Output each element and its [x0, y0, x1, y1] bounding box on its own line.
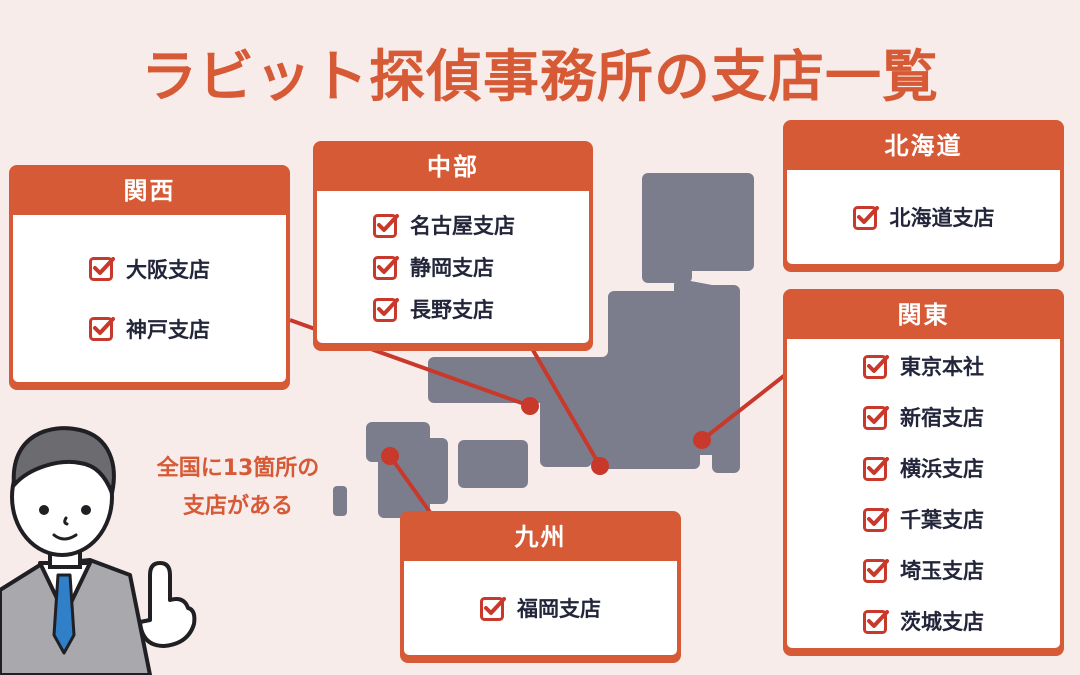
region-card-chubu: 中部 名古屋支店 静岡支店 長野支店 — [313, 141, 593, 351]
region-title: 九州 — [514, 523, 567, 551]
region-card-kansai: 関西 大阪支店 神戸支店 — [9, 165, 290, 390]
branch-label: 北海道支店 — [889, 206, 995, 230]
hokkaido-landmass — [642, 173, 754, 283]
checkbox-checked-icon — [863, 609, 889, 634]
region-title: 関西 — [123, 177, 176, 205]
checkbox-checked-icon — [480, 596, 506, 621]
kyushu-landmass — [366, 422, 448, 518]
branch-label: 茨城支店 — [900, 610, 984, 634]
checkbox-checked-icon — [373, 255, 399, 280]
branch-item: 北海道支店 — [852, 202, 995, 232]
branch-label: 静岡支店 — [410, 256, 494, 280]
branch-item: 福岡支店 — [480, 593, 601, 623]
branch-label: 千葉支店 — [900, 508, 984, 532]
checkbox-checked-icon — [373, 213, 399, 238]
branch-label: 東京本社 — [900, 355, 984, 379]
branch-item: 茨城支店 — [863, 606, 984, 636]
branch-label: 大阪支店 — [126, 257, 210, 282]
callout-line-2: 支店がある — [182, 494, 293, 519]
region-card-hokkaido: 北海道 北海道支店 — [783, 120, 1064, 272]
branch-count-callout: 全国に13箇所の 支店がある — [118, 450, 358, 526]
checkbox-checked-icon — [89, 257, 115, 281]
checkbox-checked-icon — [89, 317, 115, 341]
checkbox-checked-icon — [863, 354, 889, 379]
checkbox-checked-icon — [863, 405, 889, 430]
region-card-kyushu: 九州 福岡支店 — [400, 511, 681, 663]
branch-label: 名古屋支店 — [410, 214, 515, 238]
branch-item: 横浜支店 — [863, 453, 984, 483]
checkbox-checked-icon — [863, 456, 889, 481]
businessman-pointing-icon — [0, 426, 197, 675]
region-card-kanto: 関東 東京本社 新宿支店 横浜支店 千葉支店 埼玉支店 茨城支店 — [783, 289, 1064, 656]
branch-item: 神戸支店 — [89, 314, 210, 344]
branch-item: 東京本社 — [863, 351, 984, 381]
callout-line-1: 全国に13箇所の — [156, 456, 320, 481]
branch-label: 埼玉支店 — [900, 559, 984, 583]
pin-chubu — [591, 457, 609, 475]
checkbox-checked-icon — [863, 507, 889, 532]
branch-item: 長野支店 — [373, 294, 533, 324]
checkbox-checked-icon — [373, 297, 399, 322]
region-title: 中部 — [427, 153, 479, 181]
branch-item: 新宿支店 — [863, 402, 984, 432]
page-title: ラビット探偵事務所の支店一覧 — [141, 45, 939, 110]
region-title: 北海道 — [884, 132, 963, 160]
branch-label: 神戸支店 — [126, 317, 210, 342]
branch-label: 横浜支店 — [900, 457, 984, 481]
branch-item: 静岡支店 — [373, 252, 533, 282]
pin-kanto — [693, 431, 711, 449]
pin-kansai — [521, 397, 539, 415]
branch-label: 新宿支店 — [900, 406, 984, 430]
branch-item: 千葉支店 — [863, 504, 984, 534]
checkbox-checked-icon — [852, 205, 879, 230]
branch-item: 大阪支店 — [89, 254, 210, 284]
branch-item: 埼玉支店 — [863, 555, 984, 585]
branch-label: 長野支店 — [410, 298, 494, 322]
region-title: 関東 — [897, 301, 950, 329]
branch-label: 福岡支店 — [517, 597, 601, 621]
branch-item: 名古屋支店 — [373, 210, 533, 240]
shikoku-landmass — [458, 440, 528, 488]
pin-kyushu — [381, 447, 399, 465]
checkbox-checked-icon — [863, 558, 889, 583]
